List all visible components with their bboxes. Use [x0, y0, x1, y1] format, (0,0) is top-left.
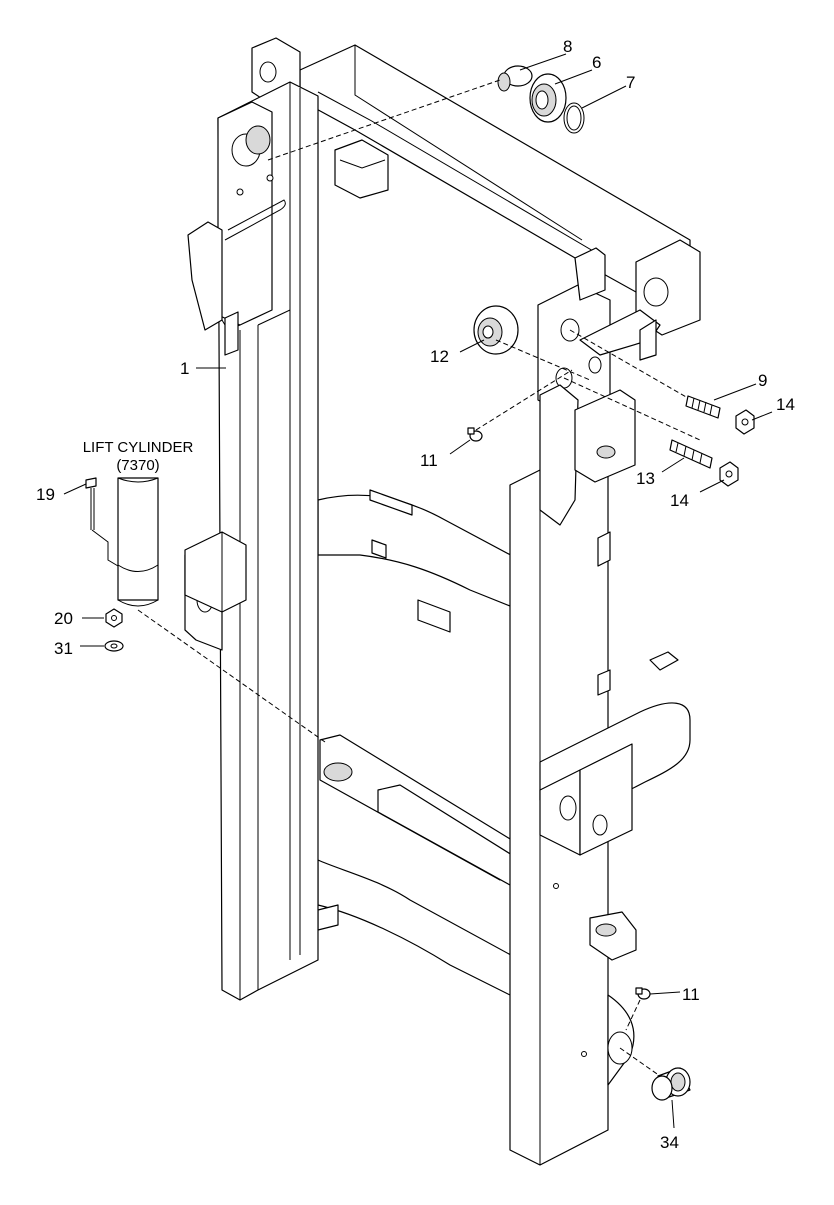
callout-13: 13	[636, 469, 655, 488]
part-14-nut-lower	[719, 461, 739, 487]
callout-12: 12	[430, 347, 449, 366]
callout-14-upper: 14	[776, 395, 795, 414]
callout-8: 8	[563, 37, 572, 56]
callout-6: 6	[592, 53, 601, 72]
callout-20: 20	[54, 609, 73, 628]
part-14-nut-upper	[735, 409, 755, 435]
part-31-washer	[104, 640, 124, 652]
part-8-bushing	[497, 65, 533, 92]
callout-34: 34	[660, 1133, 679, 1152]
part-11-grease-fitting-lower	[635, 987, 651, 1000]
part-11-grease-fitting-upper	[467, 427, 483, 442]
part-6-bearing	[529, 73, 567, 123]
part-7-snap-ring	[563, 102, 585, 134]
callout-1: 1	[180, 359, 189, 378]
leader-lines	[63, 53, 773, 1129]
part-19-bolt	[85, 477, 97, 530]
labels: LIFT CYLINDER (7370) 8 6 7 1 12 9 14 11 …	[36, 37, 795, 1152]
inner-frame	[251, 37, 701, 1001]
part-9-stud	[685, 395, 721, 419]
callout-11-lower: 11	[682, 985, 700, 1004]
part-34-bushing	[651, 1067, 691, 1101]
part-20-nut	[105, 608, 123, 628]
left-mast-rail	[184, 81, 319, 1001]
callout-31: 31	[54, 639, 73, 658]
callout-19: 19	[36, 485, 55, 504]
part-12-roller	[473, 305, 519, 355]
assembly-dashed-lines	[137, 79, 701, 1077]
callout-9: 9	[758, 371, 767, 390]
lift-cylinder-title: LIFT CYLINDER	[83, 439, 194, 456]
lift-cylinder	[117, 477, 159, 607]
callout-14-lower: 14	[670, 491, 689, 510]
left-crossbeam	[184, 531, 247, 613]
callout-11-upper: 11	[420, 451, 438, 470]
part-13-stud	[669, 439, 713, 469]
right-mast-rail	[509, 247, 691, 1166]
callout-7: 7	[626, 73, 635, 92]
lift-cylinder-code: (7370)	[116, 457, 159, 474]
